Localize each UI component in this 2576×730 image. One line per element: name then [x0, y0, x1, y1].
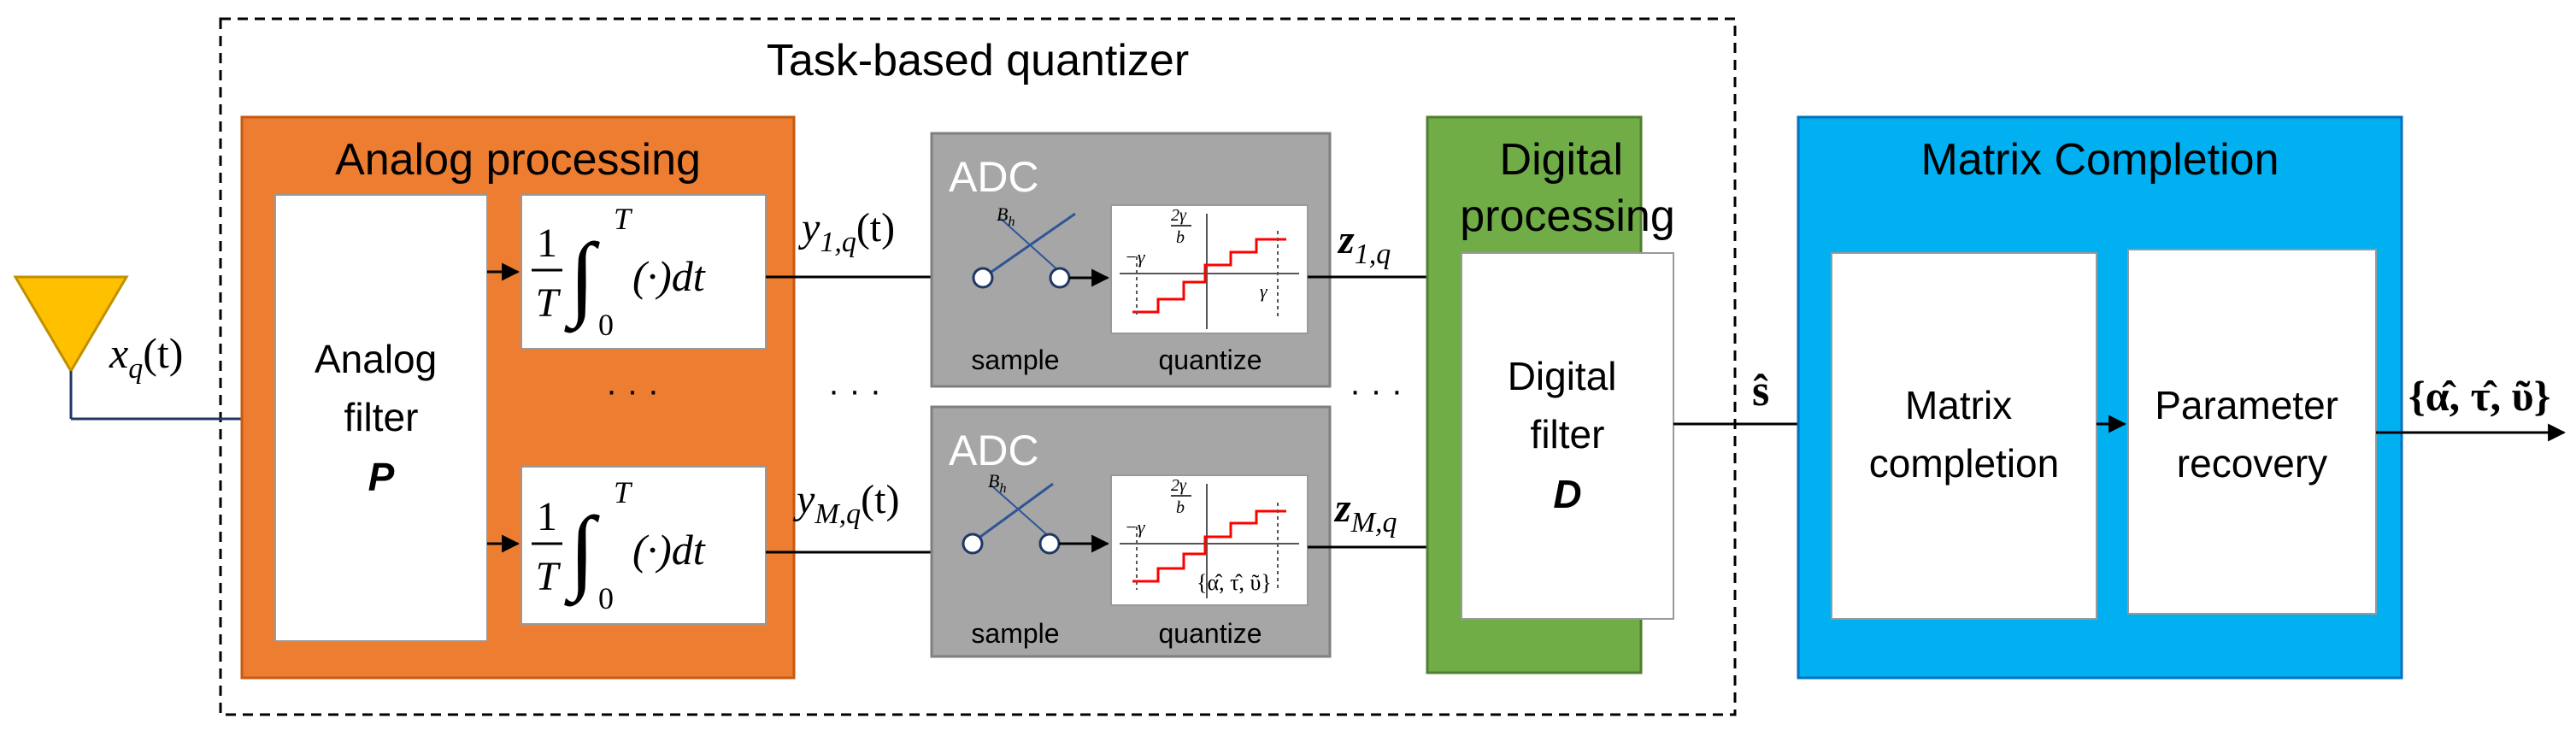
- quantizer-frame: [219, 17, 1737, 716]
- matrix-completion-box: [1831, 252, 2097, 620]
- analog-filter-symbol: P: [368, 455, 395, 499]
- digital-processing-title: Digital processing: [1460, 135, 1674, 241]
- svg-text:0: 0: [598, 308, 614, 342]
- integrator-bottom-formula: 1 T ∫ T 0 (·)dt: [532, 475, 706, 615]
- adc-bottom-sample-label: sample: [971, 618, 1059, 649]
- output-label: {α̂, τ̂, ῦ}: [2408, 372, 2550, 420]
- z1-label: z1,q: [1337, 217, 1391, 270]
- svg-text:∫: ∫: [564, 497, 600, 607]
- adc-bottom-quantize-label: quantize: [1159, 618, 1262, 649]
- svg-text:1: 1: [537, 494, 557, 539]
- matrix-completion-title: Matrix Completion: [1920, 135, 2279, 185]
- yM-label: yM,q(t): [792, 477, 899, 530]
- analog-processing-title: Analog processing: [335, 135, 701, 185]
- matrix-completion-label: Matrix completion: [1869, 383, 2059, 486]
- analog-filter-box: [274, 194, 488, 642]
- integrator-top-formula: 1 T ∫ T 0 (·)dt: [532, 202, 706, 342]
- svg-text:Bh: Bh: [997, 203, 1015, 229]
- middle-dots: · · ·: [828, 372, 881, 409]
- svg-text:γ: γ: [1260, 280, 1268, 302]
- svg-text:(·)dt: (·)dt: [632, 252, 706, 300]
- parameter-recovery-label: Parameter recovery: [2155, 383, 2350, 486]
- digital-filter-label: Digital filter: [1508, 354, 1628, 456]
- svg-text:b: b: [1176, 498, 1185, 517]
- digital-filter-box: [1461, 252, 1674, 620]
- z-dots: · · ·: [1350, 372, 1403, 409]
- svg-text:0: 0: [598, 581, 614, 615]
- analog-dots: · · ·: [606, 372, 659, 409]
- svg-text:∫: ∫: [564, 224, 600, 333]
- svg-text:Bh: Bh: [988, 470, 1006, 496]
- adc-top-sampler: Bh: [972, 203, 1110, 289]
- svg-text:−γ: −γ: [1125, 516, 1146, 538]
- analog-filter-label: Analog filter: [315, 337, 448, 439]
- antenna-signal-label: xq(t): [109, 329, 183, 385]
- integrator-top-box: [520, 194, 767, 350]
- antenna-icon: [13, 275, 129, 419]
- digital-filter-symbol: D: [1553, 472, 1581, 516]
- svg-text:2γ: 2γ: [1171, 476, 1187, 495]
- svg-text:1: 1: [537, 221, 557, 266]
- svg-text:T: T: [536, 280, 562, 326]
- adc-top-sample-label: sample: [971, 344, 1059, 375]
- quantizer-title: Task-based quantizer: [767, 36, 1189, 85]
- adc-top-title: ADC: [949, 153, 1039, 201]
- adc-bottom-quantizer-plot: [1110, 474, 1309, 606]
- svg-text:−γ: −γ: [1125, 246, 1146, 268]
- svg-text:T: T: [614, 202, 633, 236]
- svg-text:T: T: [614, 475, 633, 509]
- y1-label: y1,q(t): [797, 205, 895, 258]
- adc-top-quantize-label: quantize: [1159, 344, 1262, 375]
- integrator-bottom-box: [520, 466, 767, 625]
- adc-bottom-sampler: Bh: [962, 470, 1110, 555]
- adc-bottom-title: ADC: [949, 427, 1039, 474]
- svg-text:b: b: [1176, 228, 1185, 247]
- zM-label: zM,q: [1333, 486, 1397, 539]
- svg-text:{α̂, τ̂, ῦ}: {α̂, τ̂, ῦ}: [1197, 570, 1272, 595]
- svg-text:T: T: [536, 554, 562, 599]
- svg-text:(·)dt: (·)dt: [632, 526, 706, 574]
- adc-bottom-quantizer-staircase: −γ 2γ b {α̂, τ̂, ῦ}: [1120, 476, 1299, 598]
- s-hat-label: ŝ: [1752, 367, 1769, 415]
- adc-top-quantizer-staircase: −γ 2γ b γ: [1120, 206, 1299, 329]
- parameter-recovery-box: [2127, 249, 2377, 615]
- svg-text:2γ: 2γ: [1171, 206, 1187, 225]
